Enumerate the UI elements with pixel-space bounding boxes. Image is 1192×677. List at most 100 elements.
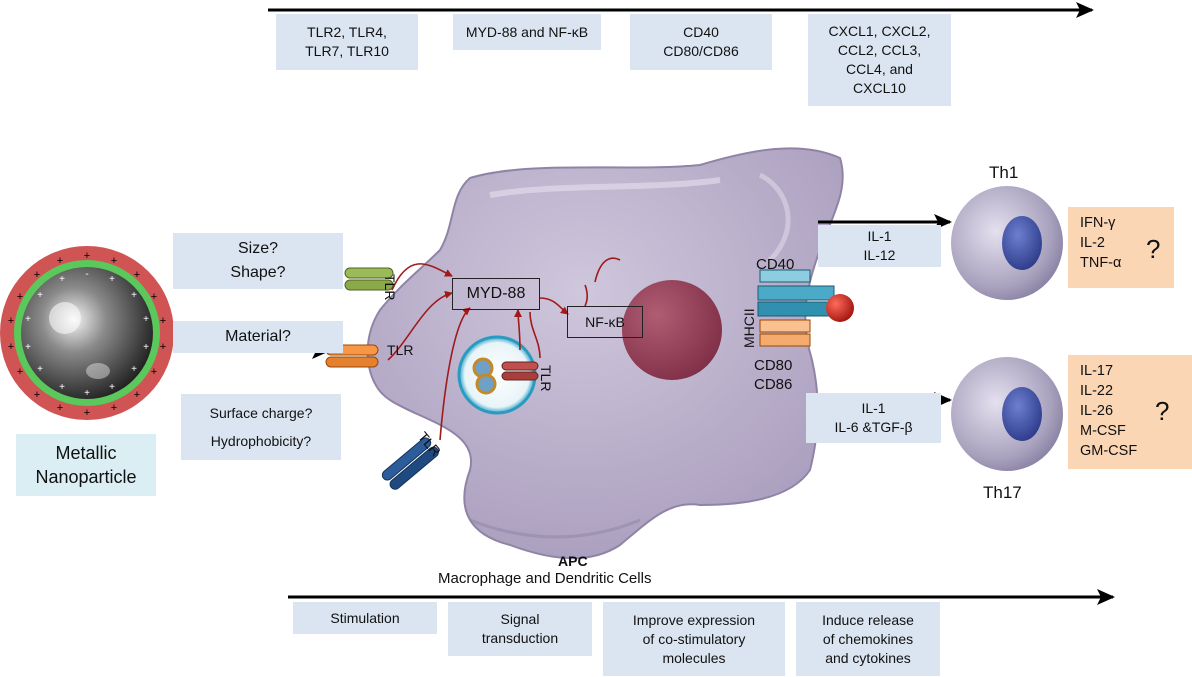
- bottom-box-release-line2: of chemokines: [822, 630, 914, 647]
- cd86-label: CD86: [754, 376, 793, 393]
- tlr-label-green: TLR: [382, 274, 398, 301]
- cd80-label: CD80: [754, 357, 793, 374]
- svg-text:+: +: [151, 291, 157, 303]
- th17-signal-box: IL-1 IL-6 &TGF-β: [806, 393, 941, 443]
- property-material-text: Material?: [225, 328, 291, 345]
- property-surface: Surface charge? Hydrophobicity?: [181, 394, 341, 460]
- svg-text:+: +: [143, 342, 149, 353]
- nfkb-label: NF-κB: [585, 314, 625, 330]
- mhcii-label: MHCII: [741, 308, 757, 348]
- th1-label: Th1: [989, 163, 1019, 182]
- mhcii-receptor: [757, 285, 854, 322]
- top-box-tlrs-line1: TLR2, TLR4,: [307, 24, 387, 40]
- th17-question-mark: ?: [1155, 396, 1170, 426]
- top-box-chemokines-line3: CCL4, and: [846, 61, 913, 77]
- th17-cytokine-5: GM-CSF: [1080, 443, 1138, 459]
- th17-cytokine-3: IL-26: [1080, 403, 1114, 419]
- apc-cell-body: [366, 147, 844, 560]
- svg-text:+: +: [57, 402, 63, 414]
- nfkb-box: NF-κB: [567, 306, 643, 338]
- bottom-box-expression-line3: molecules: [662, 649, 726, 666]
- th1-cytokine-3: TNF-α: [1080, 255, 1122, 271]
- top-box-myd88-line1: MYD-88 and NF-κB: [465, 23, 589, 40]
- svg-text:+: +: [131, 290, 137, 301]
- nanoparticle-charges: +++ ++++ ++++ ++++ +++: [8, 250, 166, 419]
- th1-question-mark: ?: [1146, 234, 1161, 264]
- svg-text:+: +: [111, 255, 117, 267]
- th17-label: Th17: [983, 483, 1022, 502]
- svg-text:+: +: [59, 274, 65, 285]
- bottom-box-expression-line2: of co-stimulatory: [642, 630, 746, 647]
- top-box-chemokines-line4: CXCL10: [853, 80, 906, 96]
- property-surface-charge: Surface charge?: [209, 405, 313, 421]
- svg-text:+: +: [134, 269, 140, 281]
- svg-text:+: +: [131, 364, 137, 375]
- svg-text:+: +: [143, 314, 149, 325]
- svg-text:+: +: [109, 274, 115, 285]
- svg-text:-: -: [85, 269, 88, 280]
- top-box-cd40: CD40 CD80/CD86: [630, 14, 772, 70]
- svg-text:+: +: [84, 250, 90, 262]
- top-box-tlrs-line2: TLR7, TLR10: [305, 43, 389, 59]
- apc-title: APC: [558, 553, 588, 569]
- tlr-receptor-blue: [381, 437, 439, 490]
- top-box-cd40-line1: CD40: [683, 24, 719, 40]
- svg-text:+: +: [84, 407, 90, 419]
- svg-text:+: +: [59, 382, 65, 393]
- th1-signal-box: IL-1 IL-12: [818, 225, 941, 267]
- tlr-label-endosome: TLR: [538, 365, 554, 392]
- th17-cytokine-box: IL-17 IL-22 IL-26 M-CSF GM-CSF: [1068, 355, 1192, 469]
- svg-text:+: +: [57, 255, 63, 267]
- svg-text:+: +: [37, 290, 43, 301]
- bottom-box-release-line3: and cytokines: [825, 649, 911, 666]
- property-material: Material?: [173, 321, 343, 353]
- svg-text:+: +: [25, 342, 31, 353]
- bottom-box-signal: Signal transduction: [448, 602, 592, 656]
- th1-cytokine-box: IFN-γ IL-2 TNF-α: [1068, 207, 1174, 288]
- bottom-box-stimulation: Stimulation: [293, 602, 437, 634]
- svg-text:+: +: [160, 315, 166, 327]
- nanoparticle-label-line2: Nanoparticle: [35, 467, 137, 487]
- bottom-box-expression-line1: Improve expression: [632, 611, 756, 628]
- svg-text:+: +: [34, 269, 40, 281]
- th17-cytokine-1: IL-17: [1080, 363, 1114, 379]
- svg-text:+: +: [25, 314, 31, 325]
- svg-text:+: +: [151, 366, 157, 378]
- bottom-box-release: Induce release of chemokines and cytokin…: [796, 602, 940, 676]
- bottom-box-signal-line1: Signal: [500, 611, 540, 627]
- th1-signal-2: IL-12: [863, 247, 896, 263]
- apc-subtitle: Macrophage and Dendritic Cells: [438, 570, 652, 587]
- top-box-chemokines: CXCL1, CXCL2, CCL2, CCL3, CCL4, and CXCL…: [808, 14, 951, 106]
- top-box-tlrs: TLR2, TLR4, TLR7, TLR10: [276, 14, 418, 70]
- top-box-cd40-line2: CD80/CD86: [663, 43, 739, 59]
- svg-text:+: +: [34, 389, 40, 401]
- svg-text:+: +: [84, 388, 90, 399]
- bottom-box-signal-line2: transduction: [481, 630, 559, 646]
- cd40-label: CD40: [756, 256, 795, 273]
- svg-text:+: +: [111, 402, 117, 414]
- svg-text:+: +: [17, 291, 23, 303]
- tlr-receptor-endosome: [501, 361, 539, 381]
- property-size: Size?: [237, 240, 279, 257]
- svg-text:+: +: [109, 382, 115, 393]
- property-hydrophobicity: Hydrophobicity?: [210, 433, 312, 449]
- svg-text:+: +: [37, 364, 43, 375]
- svg-text:+: +: [8, 315, 14, 327]
- nanoparticle-label: Metallic Nanoparticle: [16, 434, 156, 496]
- tlr-label-orange: TLR: [387, 342, 414, 358]
- th17-cytokine-4: M-CSF: [1080, 423, 1126, 439]
- th17-signal-2: IL-6 &TGF-β: [834, 419, 913, 435]
- cd40-receptor: [759, 269, 811, 283]
- bottom-box-stimulation-line1: Stimulation: [330, 609, 400, 626]
- nanoparticle-inner-charges: - + + + + + + + + + + + + +: [25, 269, 149, 399]
- myd88-label: MYD-88: [466, 285, 526, 302]
- svg-text:+: +: [17, 366, 23, 378]
- th17-cytokine-2: IL-22: [1080, 383, 1114, 399]
- nanoparticle-label-line1: Metallic: [55, 443, 117, 463]
- cd80-cd86-receptor: [759, 319, 811, 347]
- th1-cytokine-2: IL-2: [1080, 235, 1105, 251]
- top-box-myd88: MYD-88 and NF-κB: [453, 14, 601, 50]
- th1-cytokine-1: IFN-γ: [1080, 215, 1116, 231]
- apc-nucleus: [622, 280, 722, 380]
